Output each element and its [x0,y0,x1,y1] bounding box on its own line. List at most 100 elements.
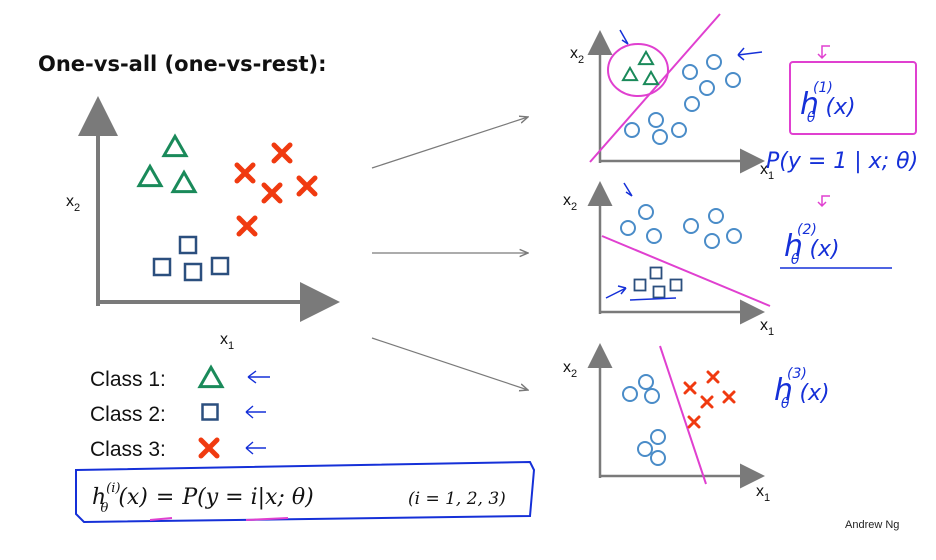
legend-class-3-label: Class 3: [90,438,166,461]
circle-marker [699,80,715,96]
legend-markers [197,364,225,459]
square-marker [201,403,219,421]
panel-2-boundary [601,235,771,307]
cross-marker [198,437,220,459]
main-triangles [136,133,198,194]
circle-marker [638,204,654,220]
legend-class-1-label: Class 1: [90,368,166,391]
legend-class-2-label: Class 2: [90,403,166,426]
legend: Class 1: Class 2: Class 3: [90,364,270,461]
formula-box [75,460,536,524]
cross-stroke [261,182,283,204]
circle-marker [682,64,698,80]
cross-stroke [706,370,720,384]
panel-1-boundary [589,13,721,163]
circle-marker [650,429,666,445]
panel-3-circles [622,374,666,466]
panel-2-tick-mark [623,182,633,197]
cross-stroke [687,415,701,429]
panel-1: x2 x1 [570,13,774,182]
formula-range: (i = 1, 2, 3) [408,489,506,509]
main-y-label: x2 [66,193,80,214]
circle-marker [706,54,722,70]
panel-1-y-label: x2 [570,45,584,66]
circle-marker [726,228,742,244]
circle-marker [671,122,687,138]
panel-1-tick-mark [619,29,629,45]
panel-2: x2 x1 [563,181,774,338]
circle-marker [704,233,720,249]
triangle-marker [197,364,225,389]
circle-marker [652,129,668,145]
panel-1-pointer-arrow [737,47,763,61]
panel-2-circles [620,204,742,249]
panel-1-circles [624,54,741,145]
circle-marker [638,374,654,390]
triangle-marker [637,49,655,66]
cross-marker [261,182,283,204]
circle-marker [648,112,664,128]
circle-marker [646,228,662,244]
main-squares [152,235,230,282]
panel-1-x-label: x1 [760,161,774,182]
square-marker [669,278,683,292]
panel-2-underline [629,297,677,301]
cross-marker [296,175,318,197]
cross-stroke [722,390,736,404]
p1-annotation: P(y = 1 | x; θ) [766,149,918,174]
arrow-to-panel-1 [371,117,528,169]
cross-marker [687,415,701,429]
connector-arrows [371,117,528,390]
cross-marker [683,381,697,395]
triangle-marker [642,69,660,86]
panel-2-squares [633,266,683,299]
circle-marker [725,72,741,88]
triangle-marker [136,163,164,188]
panel-3-x-label: x1 [756,483,770,504]
circle-marker [683,218,699,234]
triangle-marker [161,133,189,158]
triangle-marker [621,65,639,82]
handwritten-annotations: h(1)θ(x) P(y = 1 | x; θ) h(2)θ(x) h(3)θ(… [766,45,918,412]
square-marker [183,262,203,282]
panel-1-circle-highlight [607,43,669,97]
formula-underline-yi [245,517,289,521]
main-x-label: x1 [220,331,234,352]
arrow-to-panel-3 [371,337,528,390]
main-plot: x2 x1 [66,96,340,352]
cross-stroke [296,175,318,197]
circle-marker [684,96,700,112]
square-marker [178,235,198,255]
circle-marker [637,441,653,457]
square-marker [210,256,230,276]
cross-marker [234,162,256,184]
cross-stroke [271,142,293,164]
h1-annotation: h(1)θ(x) [800,80,856,126]
main-crosses [234,142,318,237]
panel-2-y-label: x2 [563,192,577,213]
legend-arrow-1 [247,370,270,384]
h1-highlight-box [789,61,917,135]
circle-marker [624,122,640,138]
panel-1-triangles [621,49,660,86]
cross-stroke [683,381,697,395]
cross-marker [706,370,720,384]
cross-marker [722,390,736,404]
formula: h(i)θ(x)=P(y = i|x; θ) (i = 1, 2, 3) [75,460,536,524]
cross-stroke [234,162,256,184]
cross-marker [271,142,293,164]
square-marker [152,257,172,277]
author-credit: Andrew Ng [845,519,900,531]
circle-marker [622,386,638,402]
panel-2-pointer-arrow [605,285,627,299]
slide-title: One-vs-all (one-vs-rest): [38,52,327,76]
square-marker [633,278,647,292]
h2-pink-arrow [817,195,830,208]
h1-pink-arrow [817,45,830,60]
formula-underline-x [149,517,173,521]
circle-marker [620,220,636,236]
h3-annotation: h(3)θ(x) [774,366,830,412]
panel-2-x-label: x1 [760,317,774,338]
legend-arrow-3 [245,441,266,455]
